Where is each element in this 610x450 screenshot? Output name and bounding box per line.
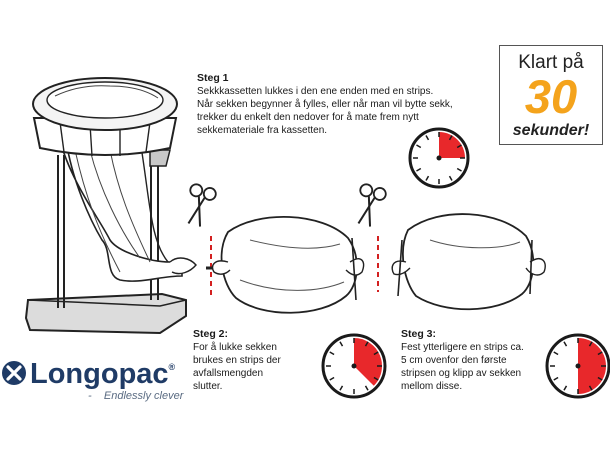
ready-in-30-seconds-badge: Klart på 30 sekunder! [499,45,603,145]
registered-mark: ® [168,362,176,372]
stopwatch-icon [408,127,470,189]
stopwatch-icon [321,333,387,399]
step2-title: Steg 2: [193,328,229,340]
longopac-logo-icon [2,361,26,385]
badge-number: 30 [524,70,578,123]
brand-tagline: - Endlessly clever [88,390,184,402]
closed-bag-middle [220,216,358,314]
step3-text: Fest ytterligere en strips ca. 5 cm oven… [401,342,524,392]
stopwatch-icon [545,333,610,399]
scissors-icon [357,183,387,227]
badge-line3: sekunder! [512,122,590,139]
step3: Steg 3: Fest ytterligere en strips ca. 5… [401,328,524,393]
badge-line1: Klart på [518,52,584,73]
timer-step1-elapsed [439,132,465,158]
hanging-bag [58,139,183,282]
scissors-icon [187,183,217,227]
step2: Steg 2: For å lukke sekken brukes en str… [193,328,281,393]
timer-step3-elapsed [578,338,606,394]
step2-text: For å lukke sekken brukes en strips der … [193,342,281,392]
stand-base [24,292,187,335]
step3-title: Steg 3: [401,328,437,340]
step1-text: Sekkkassetten lukkes i den ene enden med… [197,86,453,136]
brand-name: Longopac® [30,358,175,391]
closed-bag-right [402,213,535,311]
step1: Steg 1 Sekkkassetten lukkes i den ene en… [197,72,453,137]
timer-step2-elapsed [354,338,382,386]
timers [321,127,610,399]
brand-name-text: Longopac [30,358,169,390]
step1-title: Steg 1 [197,72,229,84]
